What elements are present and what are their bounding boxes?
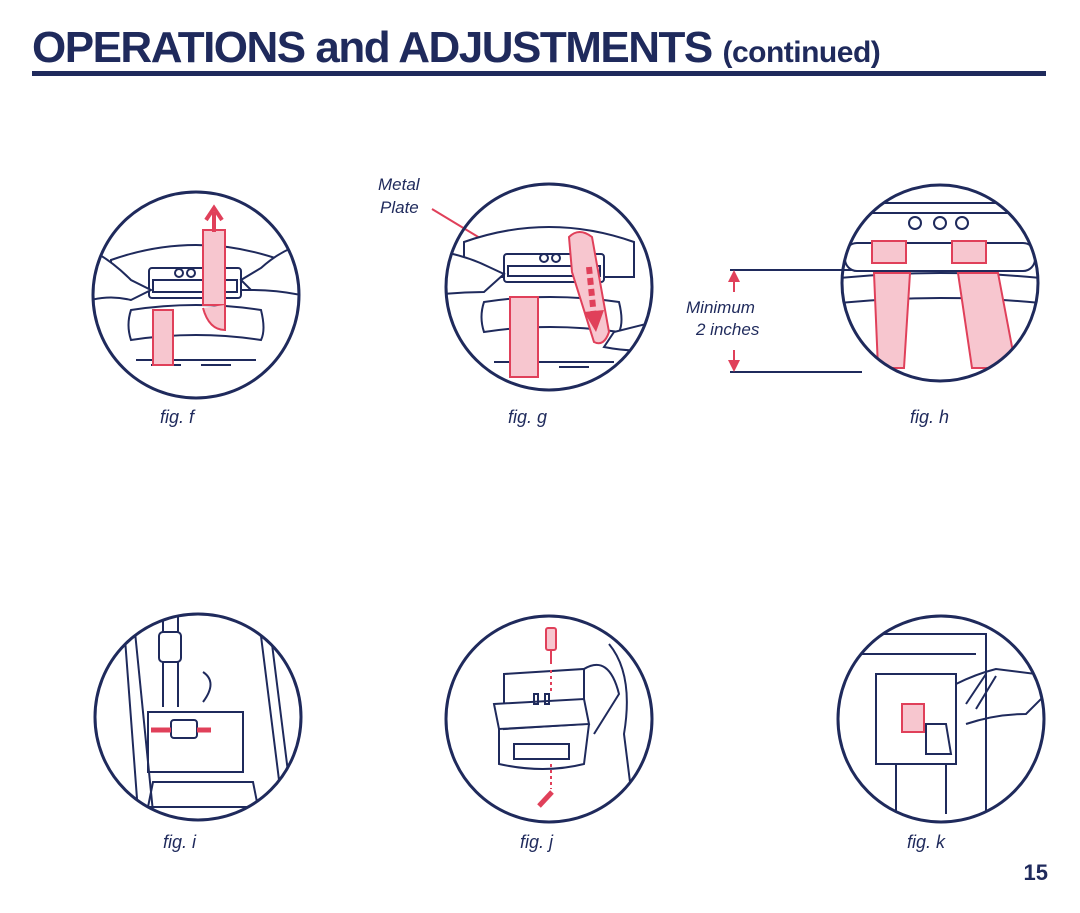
figure-g-illustration [444, 182, 654, 392]
figure-g-caption: fig. g [508, 407, 548, 427]
page-title-subtitle: (continued) [722, 36, 881, 69]
figure-j-illustration [444, 614, 654, 824]
metal-plate-label-line1: Metal [378, 175, 420, 194]
figure-k-illustration [836, 614, 1046, 824]
minimum-label-line2: 2 inches [696, 320, 760, 339]
figure-k-caption: fig. k [907, 832, 946, 852]
figure-h-caption: fig. h [910, 407, 950, 427]
page-number: 15 [1023, 860, 1048, 885]
figure-h-illustration [840, 183, 1040, 383]
figure-f-caption: fig. f [160, 407, 195, 427]
figure-i-caption: fig. i [163, 832, 197, 852]
page-title-main: OPERATIONS and ADJUSTMENTS [32, 23, 713, 72]
minimum-dimension-lines [728, 269, 862, 373]
figure-f-illustration [91, 190, 301, 400]
header-rule [32, 71, 1046, 76]
figure-j-caption: fig. j [520, 832, 554, 852]
page-title: OPERATIONS and ADJUSTMENTS (continued) [32, 26, 1046, 75]
page-header: OPERATIONS and ADJUSTMENTS (continued) [32, 26, 1046, 75]
minimum-label-line1: Minimum [686, 298, 755, 317]
metal-plate-label-line2: Plate [380, 198, 419, 217]
figure-i-illustration [93, 612, 303, 822]
